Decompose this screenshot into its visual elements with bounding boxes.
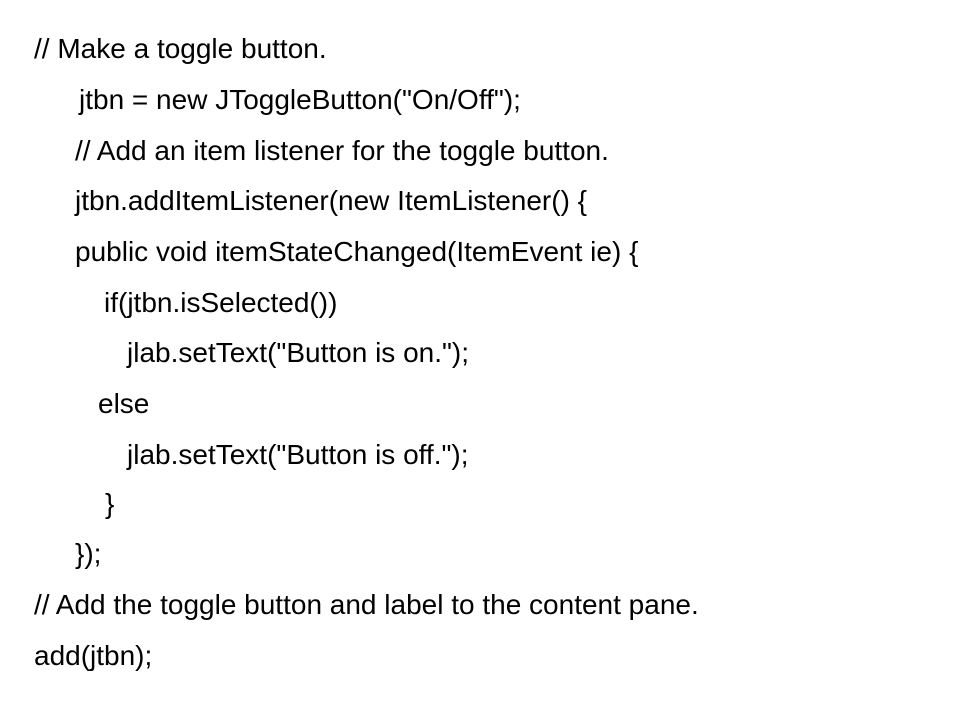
code-line-set-text-off: jlab.setText("Button is off."); bbox=[127, 439, 469, 470]
code-comment-add-item-listener: // Add an item listener for the toggle b… bbox=[75, 135, 609, 166]
code-line-if-selected: if(jtbn.isSelected()) bbox=[104, 287, 338, 318]
code-line-else: else bbox=[98, 388, 150, 419]
code-comment-make-toggle-button: // Make a toggle button. bbox=[34, 33, 327, 64]
code-line-add-button: add(jtbn); bbox=[34, 640, 153, 671]
code-comment-add-to-content-pane: // Add the toggle button and label to th… bbox=[34, 589, 699, 620]
code-line-add-item-listener: jtbn.addItemListener(new ItemListener() … bbox=[75, 185, 588, 216]
code-line-set-text-on: jlab.setText("Button is on."); bbox=[127, 337, 470, 368]
code-line-close-method: } bbox=[105, 488, 115, 519]
code-line-create-toggle-button: jtbn = new JToggleButton("On/Off"); bbox=[79, 84, 521, 115]
code-line-close-listener: }); bbox=[75, 538, 102, 569]
code-line-method-signature: public void itemStateChanged(ItemEvent i… bbox=[75, 236, 639, 267]
